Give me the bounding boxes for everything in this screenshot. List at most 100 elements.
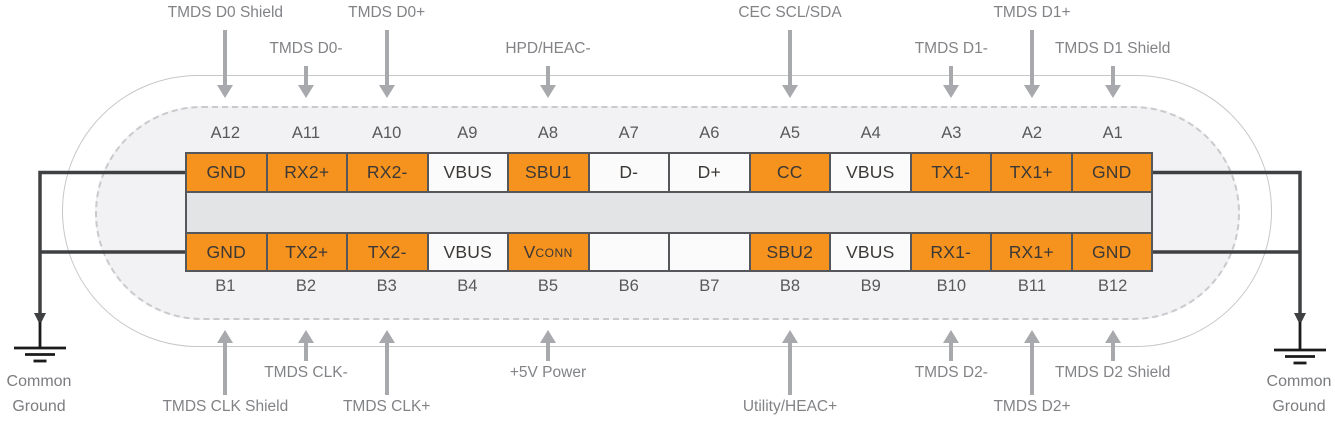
- common-ground-label-left-line2: Ground: [12, 398, 66, 415]
- arrow-stem-tmds-d1: [949, 66, 954, 86]
- up-arrow-icon-tmds-clk: [378, 330, 395, 343]
- annotation-utility-heac: Utility/HEAC+: [742, 398, 838, 415]
- pin-label-a7: D-: [619, 162, 639, 182]
- pin-number-b8: B8: [779, 277, 801, 295]
- up-arrow-icon-tmds-d2: [943, 330, 960, 343]
- pin-label-a3: TX1-: [931, 162, 971, 182]
- pin-a6: D+: [668, 152, 751, 193]
- pin-label-a5: CC: [776, 162, 803, 182]
- down-arrow-icon-tmds-d1: [943, 85, 960, 98]
- common-ground-label-right: Common Ground: [1234, 369, 1335, 419]
- annotation-tmds-d1-shield: TMDS D1 Shield: [1054, 40, 1171, 57]
- wire-arrowhead-right: [1294, 313, 1306, 325]
- pin-a10: RX2-: [346, 152, 429, 193]
- pin-number-a12: A12: [210, 124, 240, 142]
- connector-middle-band: [185, 191, 1153, 234]
- pin-b10: RX1-: [909, 232, 992, 272]
- annotation-tmds-d1: TMDS D1+: [993, 4, 1071, 21]
- pin-number-a7: A7: [618, 124, 639, 142]
- annotation-5v-power: +5V Power: [509, 364, 587, 381]
- pin-label-a6: D+: [697, 162, 721, 182]
- pin-a12: GND: [185, 152, 268, 193]
- pin-number-b12: B12: [1097, 277, 1128, 295]
- pin-label-b10: RX1-: [930, 241, 972, 262]
- pin-label-a2: TX1+: [1009, 162, 1053, 182]
- pin-number-b1: B1: [215, 277, 236, 295]
- up-arrow-icon-tmds-clk: [298, 330, 314, 343]
- pin-number-a3: A3: [941, 124, 962, 142]
- pin-label-b8: SBU2: [766, 241, 813, 262]
- pin-number-b10: B10: [936, 277, 966, 295]
- pin-label-a10: RX2-: [366, 162, 408, 182]
- pin-number-a11: A11: [291, 124, 321, 142]
- pin-a11: RX2+: [265, 152, 348, 193]
- arrow-stem-5v-power: [546, 343, 550, 361]
- pin-number-b7: B7: [699, 277, 720, 295]
- earth-ground-symbol-left: [14, 322, 66, 363]
- annotation-cec-scl-sda: CEC SCL/SDA: [738, 4, 842, 21]
- arrow-stem-tmds-d0: [304, 66, 308, 86]
- pin-number-b6: B6: [618, 277, 639, 295]
- pin-number-a2: A2: [1021, 124, 1043, 142]
- arrow-stem-tmds-d2: [1030, 343, 1034, 395]
- pin-label-b12: GND: [1092, 241, 1132, 262]
- annotation-tmds-d0-shield: TMDS D0 Shield: [167, 4, 284, 21]
- common-ground-label-left-line1: Common: [6, 373, 72, 390]
- common-ground-label-right-line2: Ground: [1272, 398, 1326, 415]
- pin-label-b11: RX1+: [1008, 241, 1054, 262]
- down-arrow-icon-tmds-d0: [298, 85, 314, 98]
- pin-a2: TX1+: [990, 152, 1073, 193]
- pin-a5: CC: [748, 152, 831, 193]
- annotation-hpd-heac: HPD/HEAC-: [505, 40, 591, 57]
- pin-label-b4: VBUS: [443, 241, 492, 262]
- pin-b4: VBUS: [426, 232, 509, 272]
- down-arrow-icon-tmds-d1-shield: [1104, 85, 1121, 98]
- arrow-stem-tmds-clk-shield: [223, 343, 228, 395]
- up-arrow-icon-utility-heac: [782, 330, 798, 343]
- pin-number-b11: B11: [1017, 277, 1047, 295]
- pin-a8: SBU1: [507, 152, 590, 193]
- pin-number-b2: B2: [295, 277, 317, 295]
- annotation-tmds-d0: TMDS D0+: [348, 4, 426, 21]
- annotation-tmds-d2: TMDS D2-: [914, 364, 988, 381]
- pin-b8: SBU2: [748, 232, 831, 272]
- pin-number-a6: A6: [699, 124, 720, 142]
- pin-number-a10: A10: [371, 124, 402, 142]
- pin-a3: TX1-: [909, 152, 992, 193]
- common-ground-label-right-line1: Common: [1266, 373, 1332, 390]
- pin-label-a4: VBUS: [846, 162, 895, 182]
- arrow-stem-tmds-d1: [1030, 30, 1034, 86]
- pin-b12: GND: [1070, 232, 1153, 272]
- arrow-stem-tmds-d0: [384, 30, 389, 86]
- pin-b9: VBUS: [829, 232, 912, 272]
- arrow-stem-tmds-d2-shield: [1110, 343, 1115, 361]
- pin-a9: VBUS: [426, 152, 509, 193]
- annotation-tmds-d2-shield: TMDS D2 Shield: [1054, 364, 1171, 381]
- pin-b11: RX1+: [990, 232, 1073, 272]
- pin-number-b5: B5: [537, 277, 559, 295]
- arrow-stem-tmds-clk: [384, 343, 389, 395]
- pin-number-a9: A9: [457, 124, 478, 142]
- pin-label-a11: RX2+: [284, 162, 330, 182]
- pin-label-a1: GND: [1092, 162, 1132, 182]
- up-arrow-icon-tmds-clk-shield: [217, 330, 234, 343]
- pin-a4: VBUS: [829, 152, 912, 193]
- wire-arrowhead-left: [34, 313, 46, 325]
- pin-number-a4: A4: [860, 124, 881, 142]
- pin-number-a1: A1: [1102, 124, 1123, 142]
- pin-label-b1: GND: [206, 241, 246, 262]
- annotation-tmds-clk: TMDS CLK+: [342, 398, 431, 415]
- down-arrow-icon-tmds-d0: [378, 85, 395, 98]
- pin-label-b5: V: [523, 241, 536, 262]
- down-arrow-icon-tmds-d1: [1024, 85, 1040, 98]
- annotation-tmds-clk: TMDS CLK-: [264, 364, 348, 381]
- pin-number-a8: A8: [537, 124, 559, 142]
- pin-label-a8: SBU1: [524, 162, 572, 182]
- down-arrow-icon-cec-scl-sda: [782, 85, 798, 98]
- pin-label-b2: TX2+: [285, 241, 329, 262]
- pin-b1: GND: [185, 232, 268, 272]
- pin-a7: D-: [587, 152, 670, 193]
- pin-label-b3: TX2-: [367, 241, 407, 262]
